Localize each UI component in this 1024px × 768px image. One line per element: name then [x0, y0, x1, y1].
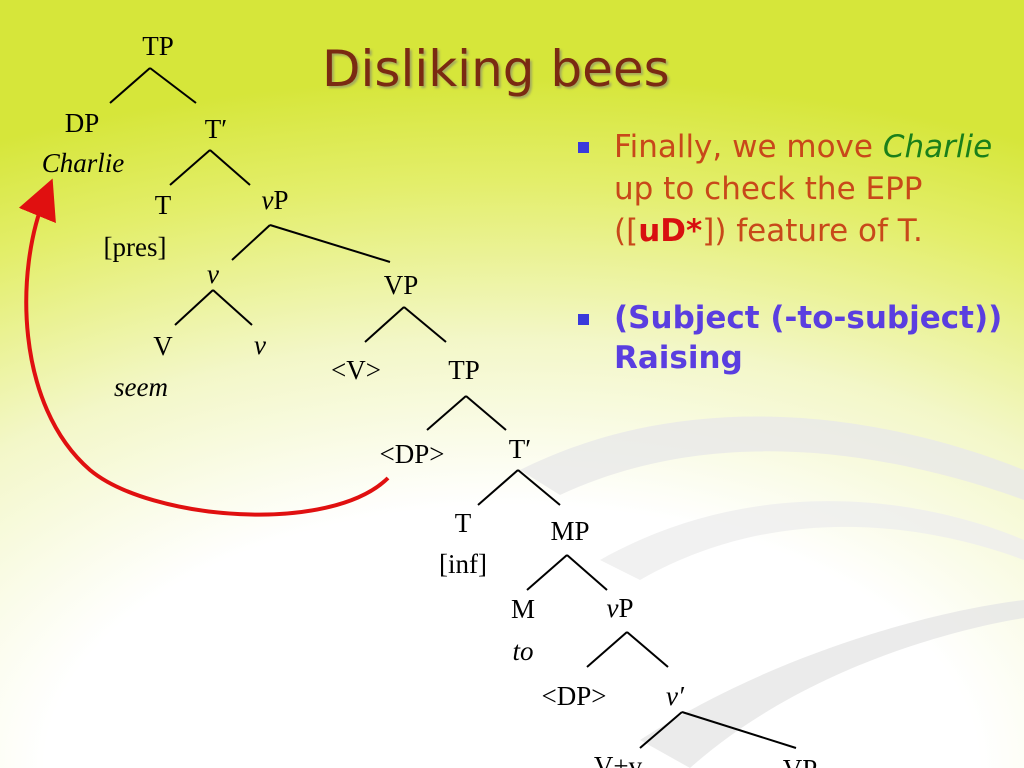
branch	[364, 306, 405, 343]
branch	[269, 224, 391, 263]
vp-p-part: P	[273, 185, 288, 215]
node-pres: [pres]	[104, 232, 167, 262]
branch	[566, 554, 608, 591]
bullet1-text-1: Finally, we move	[614, 129, 873, 165]
bullet-square-icon	[578, 314, 589, 325]
node-tp: TP	[142, 31, 174, 61]
vp3-p-part: P	[618, 593, 633, 623]
branch	[465, 395, 507, 431]
node-dp-trace-2: <DP>	[542, 681, 607, 711]
branch	[169, 149, 211, 186]
node-m: M	[511, 594, 535, 624]
branch	[517, 469, 561, 506]
branch	[586, 631, 628, 668]
node-tbar-2: T′	[509, 434, 531, 464]
node-t-2: T	[455, 508, 472, 538]
branch	[149, 67, 197, 104]
node-vbar: v′	[666, 681, 685, 711]
node-inf: [inf]	[439, 549, 487, 579]
node-charlie: Charlie	[42, 148, 125, 178]
node-tp-2: TP	[448, 355, 480, 385]
slide-title: Disliking bees	[322, 40, 670, 98]
node-seem: seem	[114, 372, 168, 402]
node-to: to	[512, 636, 533, 666]
branch	[626, 631, 669, 668]
branch	[109, 67, 151, 104]
branch	[477, 469, 519, 506]
node-v-plus-v: V+v	[594, 751, 643, 768]
branch	[209, 149, 251, 186]
bullet-list: Finally, we move Charlie up to check the…	[574, 126, 1014, 378]
branch	[526, 554, 568, 591]
node-tbar: T′	[205, 114, 227, 144]
branch	[212, 289, 253, 326]
branch	[174, 289, 214, 326]
node-v-little: v	[207, 259, 219, 289]
branch	[639, 711, 683, 749]
bullet-square-icon	[578, 142, 589, 153]
node-vp-3: vP	[606, 593, 633, 623]
bullet1-text-3: up to check the EPP ([	[614, 171, 923, 249]
node-dp-trace: <DP>	[380, 439, 445, 469]
node-vp-big: VP	[384, 270, 419, 300]
node-v-little-2: v	[254, 330, 266, 360]
node-vp-4: VP	[783, 754, 818, 768]
vp-v-part: v	[261, 185, 273, 215]
branch	[426, 395, 467, 431]
vp3-v-part: v	[606, 593, 618, 623]
bullet2-text: (Subject (-to-subject)) Raising	[614, 300, 1003, 376]
bullet1-text-5: ]) feature of T.	[702, 213, 923, 249]
branch	[231, 224, 271, 261]
node-v-big: V	[153, 331, 173, 361]
node-v-trace: <V>	[331, 355, 381, 385]
node-vp: vP	[261, 185, 288, 215]
bullet-item-2: (Subject (-to-subject)) Raising	[574, 298, 1014, 378]
branch	[403, 306, 447, 343]
bullet-item-1: Finally, we move Charlie up to check the…	[574, 126, 1014, 252]
node-mp: MP	[550, 516, 589, 546]
node-t: T	[155, 190, 172, 220]
node-dp: DP	[65, 108, 100, 138]
bullet1-text-feature: uD*	[638, 213, 703, 249]
movement-arrow	[18, 178, 390, 517]
branch	[681, 711, 797, 749]
bullet1-text-charlie: Charlie	[882, 129, 993, 165]
